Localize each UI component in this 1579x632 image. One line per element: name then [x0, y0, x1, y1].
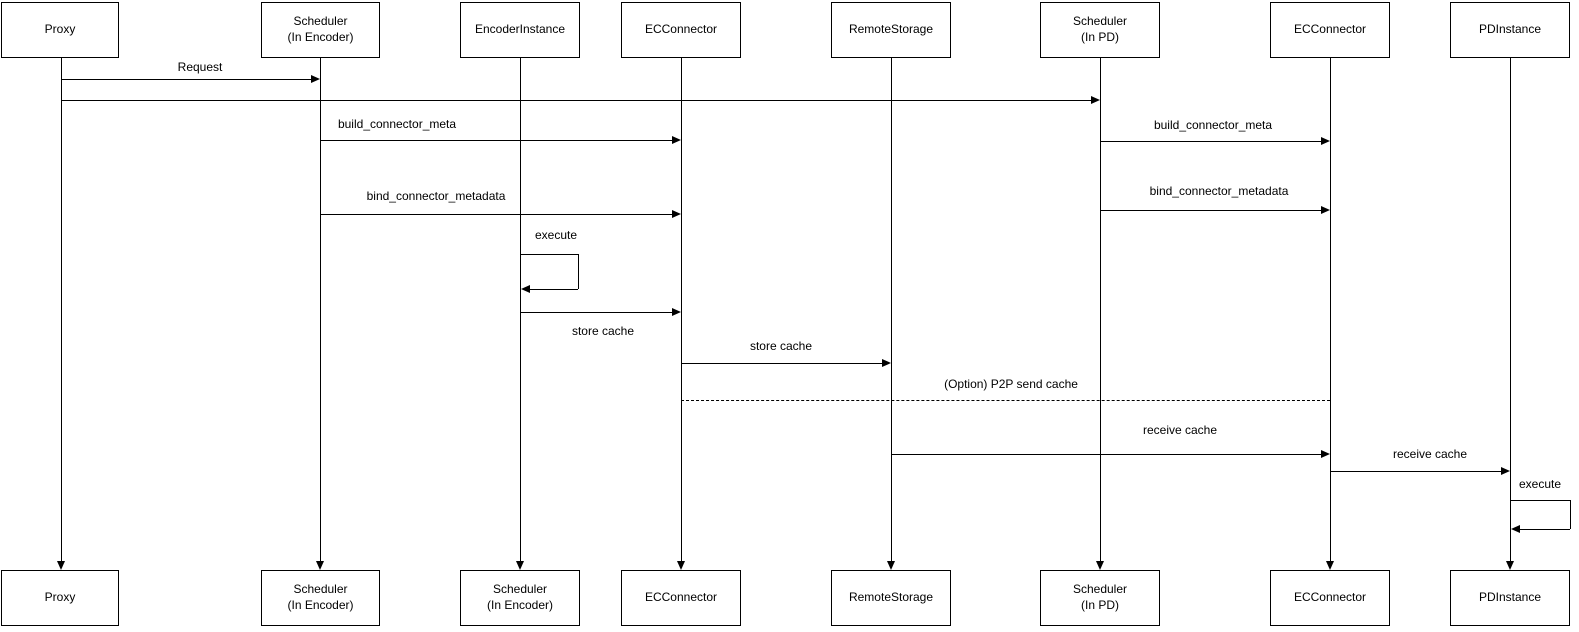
lifeline-arrowhead-icon	[677, 561, 685, 570]
actor-bottom-box-ec-connector-right: ECConnector	[1270, 570, 1390, 626]
message-label: receive cache	[1392, 447, 1468, 461]
message-arrowhead-icon	[1321, 137, 1330, 145]
self-call-arrowhead-icon	[1511, 525, 1520, 533]
actor-bottom-box-remote-storage: RemoteStorage	[831, 570, 951, 626]
message-label: store cache	[571, 324, 635, 338]
message-line	[1100, 141, 1322, 142]
message-arrowhead-icon	[1091, 96, 1100, 104]
message-line	[320, 214, 673, 215]
actor-top-box-ec-connector-left: ECConnector	[621, 2, 741, 58]
lifeline-arrowhead-icon	[1506, 561, 1514, 570]
self-call-bottom-line	[529, 289, 578, 290]
message-line	[1330, 471, 1502, 472]
message-line	[320, 140, 673, 141]
self-call-top-line	[520, 254, 578, 255]
message-arrowhead-icon	[1321, 206, 1330, 214]
lifeline-arrowhead-icon	[1096, 561, 1104, 570]
message-arrowhead-icon	[311, 75, 320, 83]
message-label: Request	[177, 60, 223, 74]
lifeline-scheduler-encoder	[320, 58, 321, 562]
actor-top-box-remote-storage: RemoteStorage	[831, 2, 951, 58]
lifeline-encoder-instance	[520, 58, 521, 562]
lifeline-arrowhead-icon	[1326, 561, 1334, 570]
message-label: (Option) P2P send cache	[944, 377, 1078, 391]
actor-top-box-encoder-instance: EncoderInstance	[460, 2, 580, 58]
message-label: store cache	[749, 339, 813, 353]
actor-top-box-pd-instance: PDInstance	[1450, 2, 1570, 58]
lifeline-arrowhead-icon	[516, 561, 524, 570]
lifeline-scheduler-pd	[1100, 58, 1101, 562]
actor-bottom-box-ec-connector-left: ECConnector	[621, 570, 741, 626]
message-line	[61, 100, 1092, 101]
message-line	[891, 454, 1322, 455]
actor-top-box-proxy: Proxy	[1, 2, 119, 58]
lifeline-arrowhead-icon	[57, 561, 65, 570]
actor-bottom-box-scheduler-encoder: Scheduler (In Encoder)	[261, 570, 380, 626]
lifeline-pd-instance	[1510, 58, 1511, 562]
lifeline-proxy	[61, 58, 62, 562]
lifeline-arrowhead-icon	[316, 561, 324, 570]
message-line	[681, 363, 883, 364]
message-line	[520, 312, 673, 313]
lifeline-ec-connector-left	[681, 58, 682, 562]
message-label: execute	[1518, 477, 1562, 491]
message-arrowhead-icon	[882, 359, 891, 367]
message-line	[681, 400, 1330, 401]
message-label: bind_connector_metadata	[366, 189, 506, 203]
lifeline-ec-connector-right	[1330, 58, 1331, 562]
message-label: build_connector_meta	[1153, 118, 1273, 132]
message-line	[61, 79, 312, 80]
message-arrowhead-icon	[672, 210, 681, 218]
message-arrowhead-icon	[672, 308, 681, 316]
actor-bottom-box-proxy: Proxy	[1, 570, 119, 626]
message-arrowhead-icon	[1501, 467, 1510, 475]
actor-top-box-scheduler-encoder: Scheduler (In Encoder)	[261, 2, 380, 58]
self-call-right-line	[578, 254, 579, 289]
actor-bottom-box-scheduler-pd: Scheduler (In PD)	[1040, 570, 1160, 626]
message-label: bind_connector_metadata	[1149, 184, 1289, 198]
message-line	[1100, 210, 1322, 211]
lifeline-remote-storage	[891, 58, 892, 562]
message-label: receive cache	[1142, 423, 1218, 437]
actor-bottom-box-pd-instance: PDInstance	[1450, 570, 1570, 626]
actor-top-box-scheduler-pd: Scheduler (In PD)	[1040, 2, 1160, 58]
actor-top-box-ec-connector-right: ECConnector	[1270, 2, 1390, 58]
self-call-arrowhead-icon	[521, 285, 530, 293]
message-arrowhead-icon	[1321, 450, 1330, 458]
message-label: build_connector_meta	[337, 117, 457, 131]
lifeline-arrowhead-icon	[887, 561, 895, 570]
actor-bottom-box-encoder-instance: Scheduler (In Encoder)	[460, 570, 580, 626]
message-arrowhead-icon	[672, 136, 681, 144]
self-call-top-line	[1510, 500, 1570, 501]
message-label: execute	[534, 228, 578, 242]
self-call-right-line	[1570, 500, 1571, 529]
self-call-bottom-line	[1519, 529, 1570, 530]
